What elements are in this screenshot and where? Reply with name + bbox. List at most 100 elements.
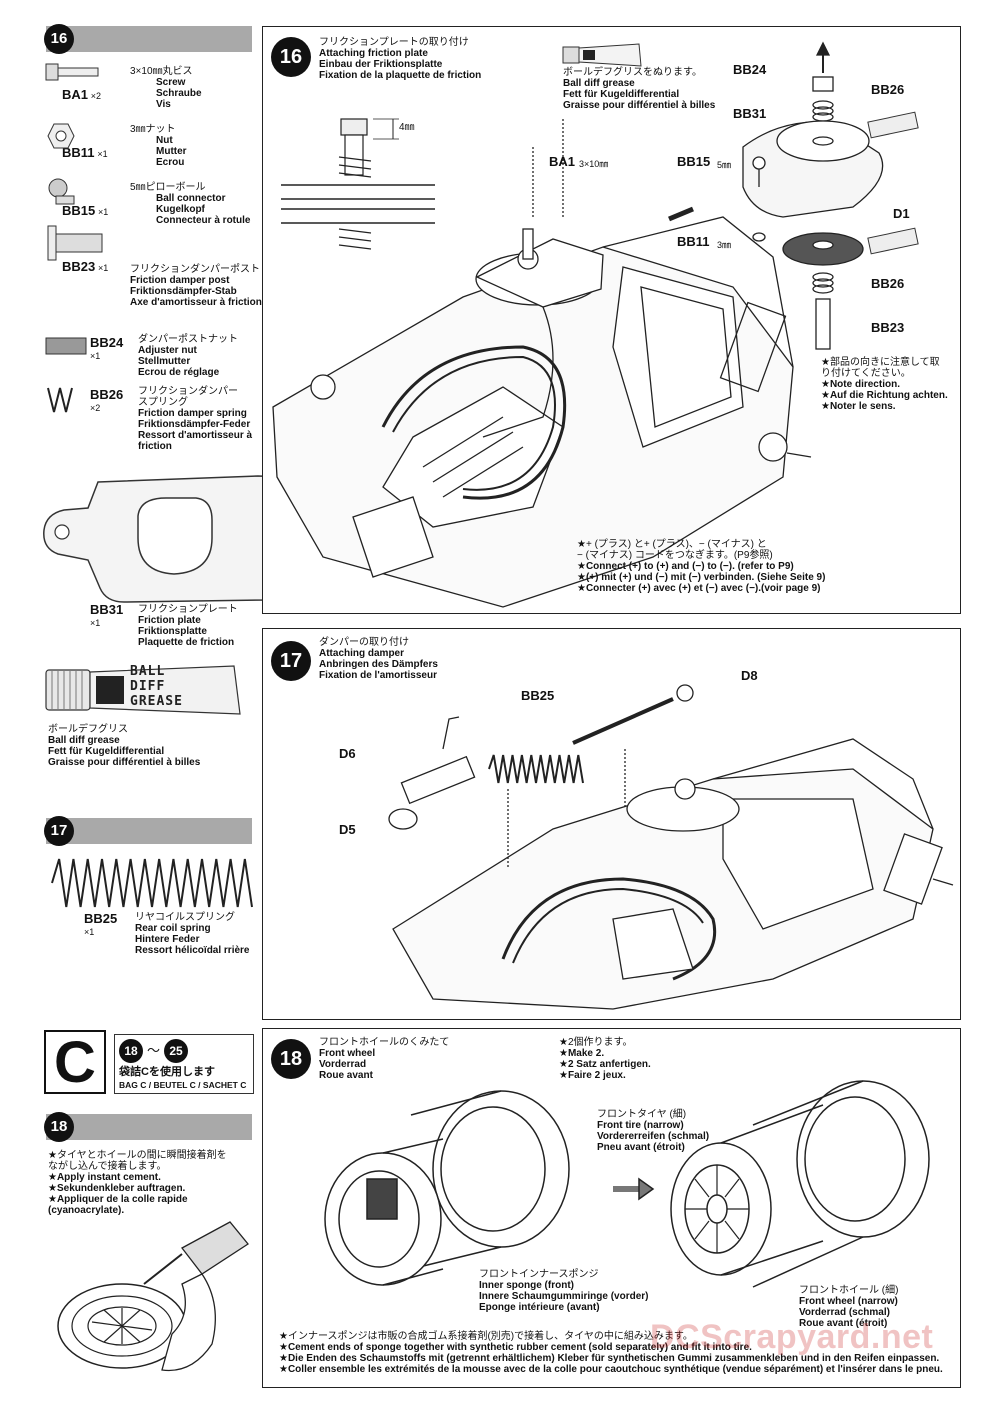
bag-use-text: 袋詰Cを使用します	[119, 1066, 215, 1078]
front-wheel-label: フロントホイール (細)Front wheel (narrow)Vorderra…	[799, 1285, 898, 1329]
bag-range-to-badge: 25	[164, 1039, 189, 1063]
s18cement-line: ★Cement ends of sponge together with syn…	[279, 1342, 752, 1353]
cementlines-line: ★Appliquer de la colle rapide	[48, 1194, 188, 1205]
part-qty: ×2	[90, 91, 102, 101]
part-description-line: Friktionsdämpfer-Feder	[138, 419, 251, 430]
cementlines-line: ながし込んで接着します。	[48, 1161, 167, 1172]
part-qty: ×1	[90, 350, 101, 361]
bag-names: BAG C / BEUTEL C / SACHET C	[119, 1079, 247, 1090]
cementlines-line: ★Sekundenkleber auftragen.	[48, 1183, 186, 1194]
s16dir-line: ★部品の向きに注意して取	[821, 357, 940, 368]
part-description-line: 3×10㎜丸ビス	[130, 66, 193, 77]
bb31-qty: ×1	[90, 617, 101, 628]
s16grease-line: ボールデフグリスをぬります。	[563, 67, 702, 78]
part-code: BB24	[90, 335, 124, 350]
bb31lines-line: Plaquette de friction	[138, 637, 235, 648]
grease-tube-line-2: DIFF	[130, 679, 166, 694]
s17title-line: Attaching damper	[319, 648, 405, 659]
s18make-line: ★Make 2.	[559, 1048, 605, 1059]
part-description-line: Friktionsdämpfer-Stab	[130, 286, 237, 297]
s18title-line: Vorderrad	[319, 1059, 367, 1070]
s18sponge-line: Innere Schaumgummiringe (vorder)	[479, 1291, 649, 1302]
part-description-line: Ressort d'amortisseur à	[138, 430, 253, 441]
part-description-line: Vis	[156, 99, 171, 110]
ba1-size: 3×10㎜	[579, 159, 609, 169]
bb31lines-line: Friktionsplatte	[138, 626, 207, 637]
connect-cables-note: ★+ (プラス) と+ (プラス)、− (マイナス) と− (マイナス) コード…	[577, 539, 825, 594]
part-description-line: スプリング	[138, 397, 188, 408]
s18tire-line: フロントタイヤ (細)	[597, 1109, 687, 1120]
part-qty: ×1	[98, 207, 109, 217]
part-code: BB11	[62, 145, 95, 160]
bb25lines-line: Ressort hélicoïdal rrière	[135, 945, 250, 956]
part-code: BB15	[62, 203, 96, 218]
part-description-line: 5㎜ピローボール	[130, 182, 206, 193]
friction-gap-detail	[281, 118, 435, 250]
greaselines-line: Graisse pour différentiel à billes	[48, 757, 201, 768]
part-description-line: フリクションダンパー	[138, 386, 238, 397]
greaselines-line: Fett für Kugeldifferential	[48, 746, 165, 757]
part-description-line: Friction damper post	[130, 275, 230, 286]
bb25-code: BB25	[84, 911, 118, 926]
bb31lines-line: フリクションプレート	[138, 604, 238, 615]
part-description-line: Schraube	[156, 88, 202, 99]
part-description-line: Adjuster nut	[138, 345, 197, 356]
bb31-label: BB31	[733, 106, 767, 121]
s16connect-line: ★(+) mit (+) und (−) mit (−) verbinden. …	[577, 572, 826, 583]
part-qty: ×1	[97, 149, 108, 159]
s18make-line: ★2個作ります。	[559, 1037, 633, 1048]
s16dir-line: ★Auf die Richtung achten.	[821, 390, 948, 401]
step-16-badge: 16	[44, 24, 74, 54]
bb31lines-line: Friction plate	[138, 615, 201, 626]
s18sponge-line: Eponge intérieure (avant)	[479, 1302, 600, 1313]
grease-tube-drawing	[45, 665, 241, 715]
s18wheel-line: フロントホイール (細)	[799, 1285, 899, 1296]
bb11-label: BB11	[677, 234, 710, 249]
step-16-panel-badge: 16	[271, 37, 311, 77]
part-description-line: ダンパーポストナット	[138, 334, 238, 345]
bb25-qty: ×1	[84, 926, 95, 937]
s16dir-line: ★Note direction.	[821, 379, 900, 390]
d1-label: D1	[893, 206, 910, 221]
part-icon-bb24	[45, 337, 87, 355]
part-description-line: Ecrou de réglage	[138, 367, 220, 378]
part-description-line: フリクションダンパーポスト	[130, 264, 260, 275]
exploded-friction-stack	[668, 41, 919, 350]
s18title-line: フロントホイールのくみたて	[319, 1037, 450, 1048]
s18wheel-line: Roue avant (étroit)	[799, 1318, 888, 1329]
step-18-panel-badge: 18	[271, 1039, 311, 1079]
step-17-badge: 17	[44, 816, 74, 846]
grease-tube-small-icon	[562, 43, 642, 67]
grease-tube-line-1: BALL	[130, 664, 166, 679]
make-two-note: ★2個作ります。★Make 2.★2 Satz anfertigen.★Fair…	[559, 1037, 651, 1081]
bb25lines-line: リヤコイルスプリング	[135, 912, 235, 923]
s18cement-line: ★インナースポンジは市販の合成ゴム系接着剤(別売)で接着し、タイヤの中に組み込み…	[279, 1331, 693, 1342]
part-code: BB23	[62, 259, 96, 274]
greaselines-line: Ball diff grease	[48, 735, 120, 746]
part-description-line: Ecrou	[156, 157, 185, 168]
ba1-label: BA1	[549, 154, 576, 169]
part-icon-bb26	[47, 387, 73, 413]
front-wheel-assembly-drawing	[324, 1080, 930, 1288]
s16connect-line: ★Connecter (+) avec (+) et (−) avec (−).…	[577, 583, 821, 594]
s18wheel-line: Vorderrad (schmal)	[799, 1307, 890, 1318]
part-code-bb23: BB23 ×1	[62, 259, 108, 275]
bb25-label-step17: BB25	[521, 688, 555, 703]
bb31-code: BB31	[90, 602, 124, 617]
s16connect-line: ★Connect (+) to (+) and (−) to (−). (ref…	[577, 561, 794, 572]
d5-label: D5	[339, 822, 356, 837]
chassis-assembly-drawing-step17	[388, 684, 954, 1010]
bb23-label: BB23	[871, 320, 905, 335]
part-code-ba1: BA1 ×2	[62, 87, 102, 103]
part-description-line: 3㎜ナット	[130, 124, 176, 135]
s18wheel-line: Front wheel (narrow)	[799, 1296, 898, 1307]
s16grease-line: Fett für Kugeldifferential	[563, 89, 680, 100]
bb25lines-line: Hintere Feder	[135, 934, 200, 945]
s17title-line: Anbringen des Dämpfers	[319, 659, 438, 670]
